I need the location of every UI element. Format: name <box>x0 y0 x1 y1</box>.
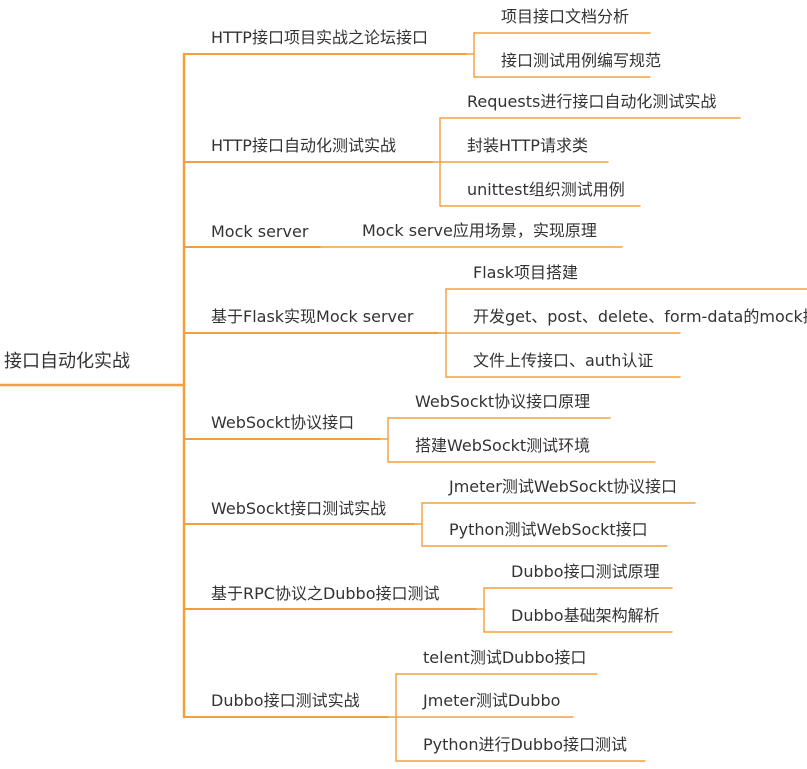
subtopic-label[interactable]: 接口测试用例编写规范 <box>501 51 661 70</box>
subtopic-label[interactable]: unittest组织测试用例 <box>467 180 625 199</box>
topic-label[interactable]: HTTP接口项目实战之论坛接口 <box>211 28 428 47</box>
subtopic-label[interactable]: Jmeter测试WebSockt协议接口 <box>448 477 677 496</box>
subtopic-label[interactable]: WebSockt协议接口原理 <box>415 392 590 411</box>
connector-lines <box>0 32 807 762</box>
subtopic-label[interactable]: 文件上传接口、auth认证 <box>473 351 653 370</box>
subtopic-label[interactable]: 项目接口文档分析 <box>501 7 629 26</box>
topic-label[interactable]: Dubbo接口测试实战 <box>211 691 360 710</box>
topic-label[interactable]: Mock server <box>211 222 309 241</box>
root-topic-label[interactable]: 接口自动化实战 <box>4 351 130 372</box>
subtopic-label[interactable]: 搭建WebSockt测试环境 <box>415 436 590 455</box>
node-labels: 接口自动化实战 HTTP接口项目实战之论坛接口 项目接口文档分析接口测试用例编写规… <box>4 7 807 754</box>
subtopic-label[interactable]: Requests进行接口自动化测试实战 <box>467 92 716 111</box>
subtopic-label[interactable]: telent测试Dubbo接口 <box>423 648 586 667</box>
subtopic-label[interactable]: Flask项目搭建 <box>473 263 578 282</box>
topic-label[interactable]: WebSockt接口测试实战 <box>211 499 386 518</box>
subtopic-label[interactable]: Python测试WebSockt接口 <box>449 520 648 539</box>
subtopic-label[interactable]: Python进行Dubbo接口测试 <box>423 735 627 754</box>
topic-label[interactable]: HTTP接口自动化测试实战 <box>211 136 396 155</box>
subtopic-label[interactable]: 封装HTTP请求类 <box>467 136 588 155</box>
topic-label[interactable]: 基于Flask实现Mock server <box>211 307 414 326</box>
subtopic-label[interactable]: Mock serve应用场景，实现原理 <box>362 221 597 240</box>
subtopic-label[interactable]: Dubbo基础架构解析 <box>511 606 660 625</box>
subtopic-label[interactable]: Jmeter测试Dubbo <box>422 691 560 710</box>
topic-label[interactable]: 基于RPC协议之Dubbo接口测试 <box>211 584 440 603</box>
topic-label[interactable]: WebSockt协议接口 <box>211 413 354 432</box>
subtopic-label[interactable]: 开发get、post、delete、form-data的mock接 <box>473 307 807 326</box>
subtopic-label[interactable]: Dubbo接口测试原理 <box>511 562 660 581</box>
